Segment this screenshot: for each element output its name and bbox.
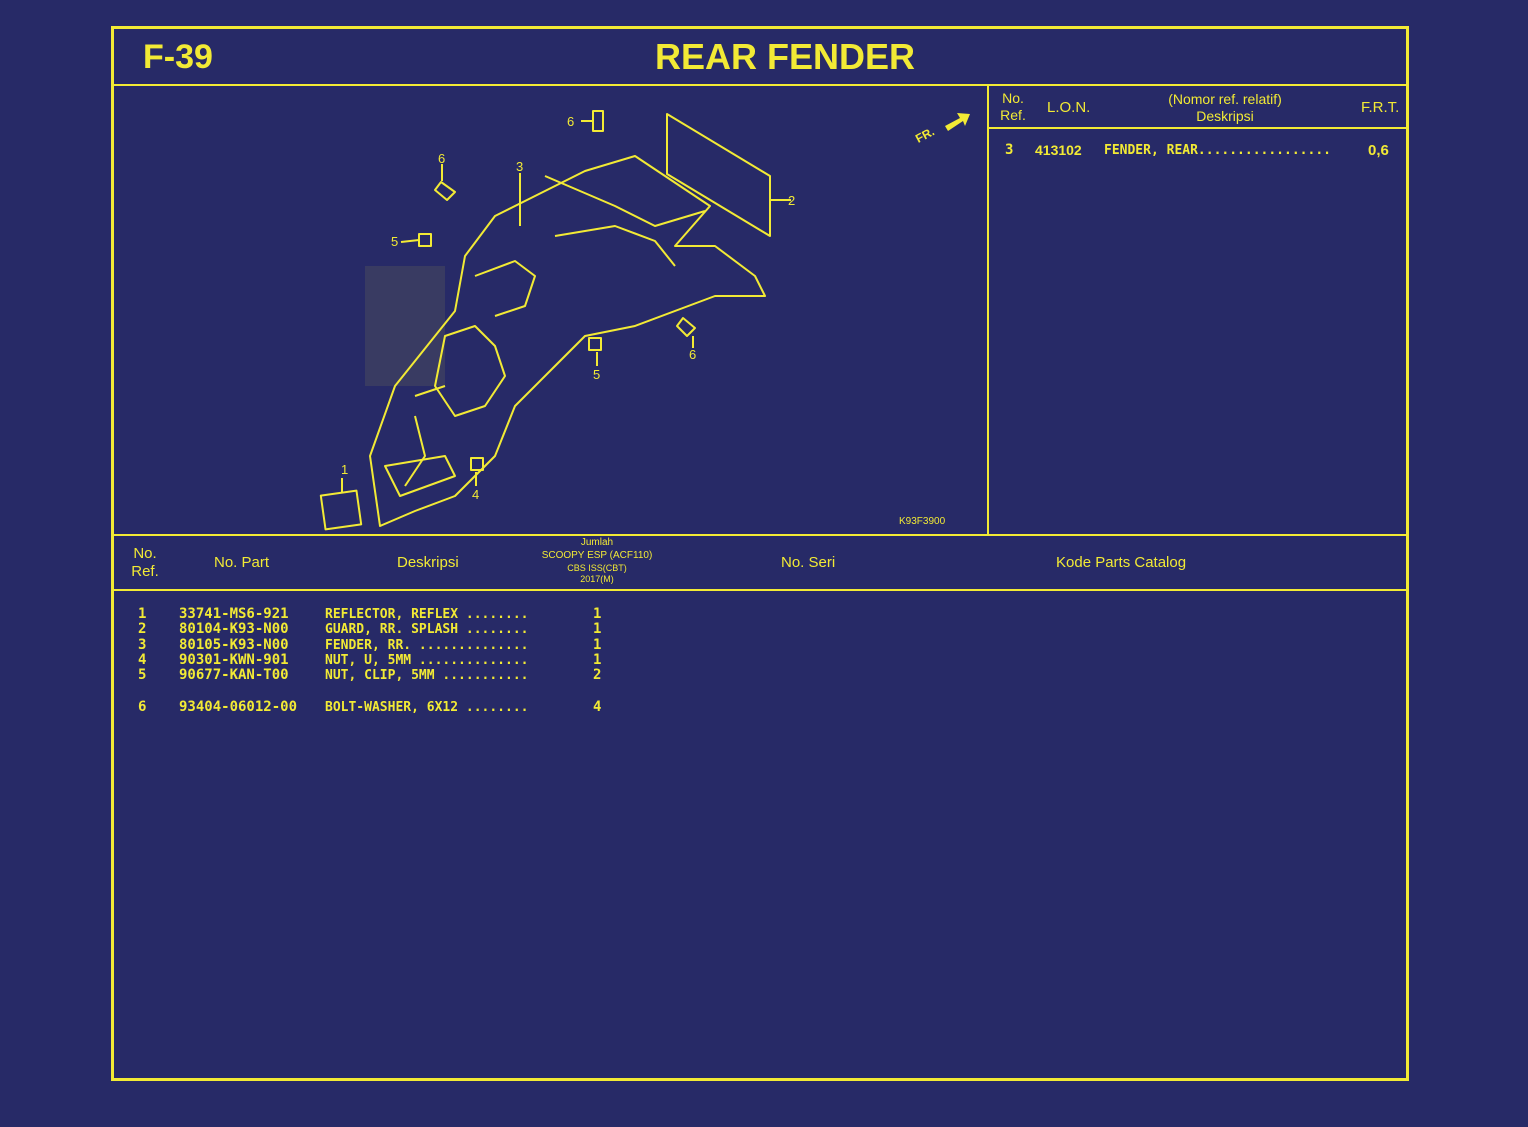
diagram-divider (987, 84, 989, 536)
parts-header-deskripsi: Deskripsi (397, 554, 459, 571)
part-row-qty: 4 (593, 699, 602, 715)
frt-row-desc: FENDER, REAR................. (1104, 143, 1331, 158)
parts-header-no-part: No. Part (214, 554, 270, 571)
callout-2: 2 (788, 193, 795, 208)
part-row-number: 33741-MS6-921 (179, 606, 289, 622)
part-row-ref: 2 (138, 621, 147, 637)
part-row-number: 93404-06012-00 (179, 699, 298, 715)
part-row-ref: 5 (138, 667, 147, 683)
page-title: REAR FENDER (654, 36, 915, 77)
frt-header-frt: F.R.T. (1361, 99, 1400, 116)
part-row-desc: FENDER, RR. .............. (325, 638, 529, 653)
callout-3: 3 (516, 159, 523, 174)
part-row-qty: 2 (593, 667, 602, 683)
callout-6c: 6 (689, 347, 696, 362)
frt-row-frt: 0,6 (1368, 142, 1389, 159)
part-row-desc: NUT, CLIP, 5MM ........... (325, 668, 529, 683)
frt-header-lon: L.O.N. (1047, 99, 1091, 116)
frt-row-lon: 413102 (1035, 142, 1082, 158)
part-row-desc: BOLT-WASHER, 6X12 ........ (325, 700, 529, 715)
reflector-shape (319, 489, 363, 531)
part-row-number: 90301-KWN-901 (179, 652, 289, 668)
title-divider (113, 84, 1409, 86)
part-row-number: 80104-K93-N00 (179, 621, 289, 637)
front-direction-label: FR. (913, 124, 937, 145)
frt-header-desc: (Nomor ref. relatif) Deskripsi (1168, 91, 1282, 124)
parts-header-no-seri: No. Seri (781, 554, 836, 571)
front-direction-arrow: FR. (913, 113, 970, 146)
parts-header-divider (113, 589, 1409, 591)
part-row-qty: 1 (593, 637, 602, 653)
part-row-number: 80105-K93-N00 (179, 637, 289, 653)
callout-1: 1 (341, 462, 348, 477)
rear-fender-diagram: FR. 1 2 3 4 5 5 6 6 6 (319, 110, 970, 531)
parts-header-jumlah: Jumlah SCOOPY ESP (ACF110) CBS ISS(CBT) … (541, 537, 653, 584)
parts-header-no-ref: No. Ref. (131, 545, 159, 580)
part-row-qty: 1 (593, 652, 602, 668)
page-code: F-39 (143, 38, 213, 76)
fender-body-shape (369, 155, 766, 527)
part-row-number: 90677-KAN-T00 (179, 667, 289, 683)
parts-header-kode: Kode Parts Catalog (1056, 554, 1187, 571)
frt-row-ref: 3 (1005, 142, 1014, 158)
callout-6b: 6 (438, 151, 445, 166)
part-row-ref: 3 (138, 637, 147, 653)
callout-4: 4 (472, 487, 479, 502)
callout-5b: 5 (593, 367, 600, 382)
part-row-qty: 1 (593, 606, 602, 622)
part-row-desc: REFLECTOR, REFLEX ........ (325, 607, 529, 622)
part-row-ref: 4 (138, 652, 147, 668)
diagram-bottom-divider (113, 534, 1409, 536)
frt-header-divider (989, 127, 1409, 129)
splash-guard-shape (666, 113, 771, 237)
callout-6a: 6 (567, 114, 574, 129)
part-row-qty: 1 (593, 621, 602, 637)
part-row-ref: 1 (138, 606, 147, 622)
page-frame (111, 26, 1409, 1081)
diagram-code: K93F3900 (899, 516, 946, 527)
frt-header-no-ref: No. Ref. (1000, 90, 1026, 123)
part-row-desc: NUT, U, 5MM .............. (325, 653, 529, 668)
part-row-ref: 6 (138, 699, 147, 715)
part-row-desc: GUARD, RR. SPLASH ........ (325, 622, 529, 637)
callout-5a: 5 (391, 234, 398, 249)
